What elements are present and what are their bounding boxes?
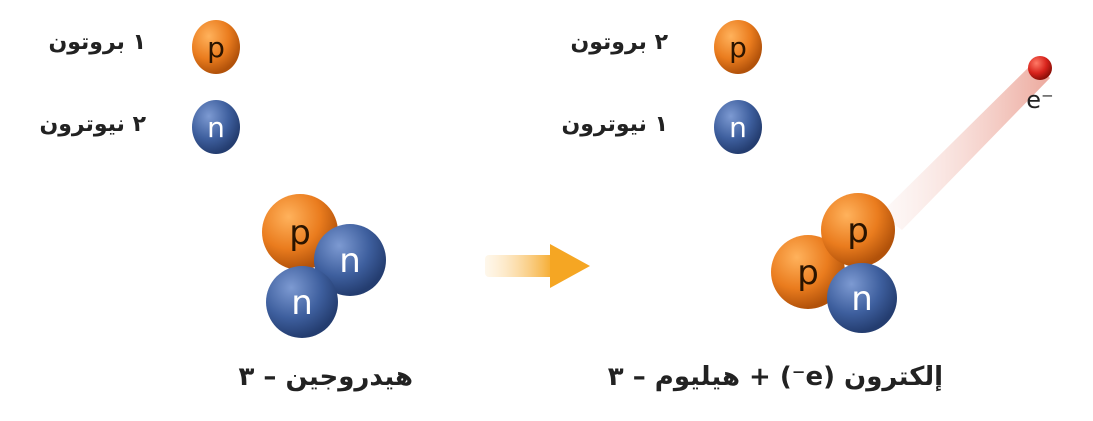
svg-text:n: n bbox=[207, 111, 225, 144]
svg-text:p: p bbox=[289, 213, 311, 253]
right-proton-count: ٢ بروتون bbox=[570, 30, 668, 55]
reaction-arrow bbox=[485, 244, 590, 288]
helium-3-nucleus: p p n bbox=[771, 193, 897, 333]
legend-neutron-left: n bbox=[192, 100, 240, 154]
neutron-sphere: n bbox=[266, 266, 338, 338]
proton-sphere: p bbox=[771, 235, 845, 309]
svg-text:n: n bbox=[729, 111, 747, 144]
proton-sphere: p bbox=[821, 193, 895, 267]
legend-neutron-right: n bbox=[714, 100, 762, 154]
legend-proton-right: p bbox=[714, 20, 762, 74]
legend-proton-left: p bbox=[192, 20, 240, 74]
svg-text:n: n bbox=[339, 241, 361, 281]
svg-text:n: n bbox=[851, 279, 873, 319]
electron-symbol: e⁻ bbox=[1026, 86, 1053, 114]
helium-3-caption: إلكترون (e⁻) + هيليوم – ٣ bbox=[607, 362, 943, 392]
svg-text:n: n bbox=[291, 283, 313, 323]
electron-trail bbox=[880, 62, 1050, 230]
hydrogen-3-nucleus: p n n bbox=[262, 194, 386, 338]
right-neutron-count: ١ نيوترون bbox=[561, 112, 668, 137]
left-neutron-count: ٢ نيوترون bbox=[39, 112, 146, 137]
svg-text:p: p bbox=[207, 31, 225, 64]
hydrogen-3-caption: هيدروجين – ٣ bbox=[238, 362, 413, 392]
svg-text:p: p bbox=[847, 211, 869, 251]
electron-sphere bbox=[1028, 56, 1052, 80]
left-proton-count: ١ بروتون bbox=[48, 30, 146, 55]
svg-text:p: p bbox=[729, 31, 747, 64]
neutron-sphere: n bbox=[827, 263, 897, 333]
svg-text:p: p bbox=[797, 253, 819, 293]
neutron-sphere: n bbox=[314, 224, 386, 296]
